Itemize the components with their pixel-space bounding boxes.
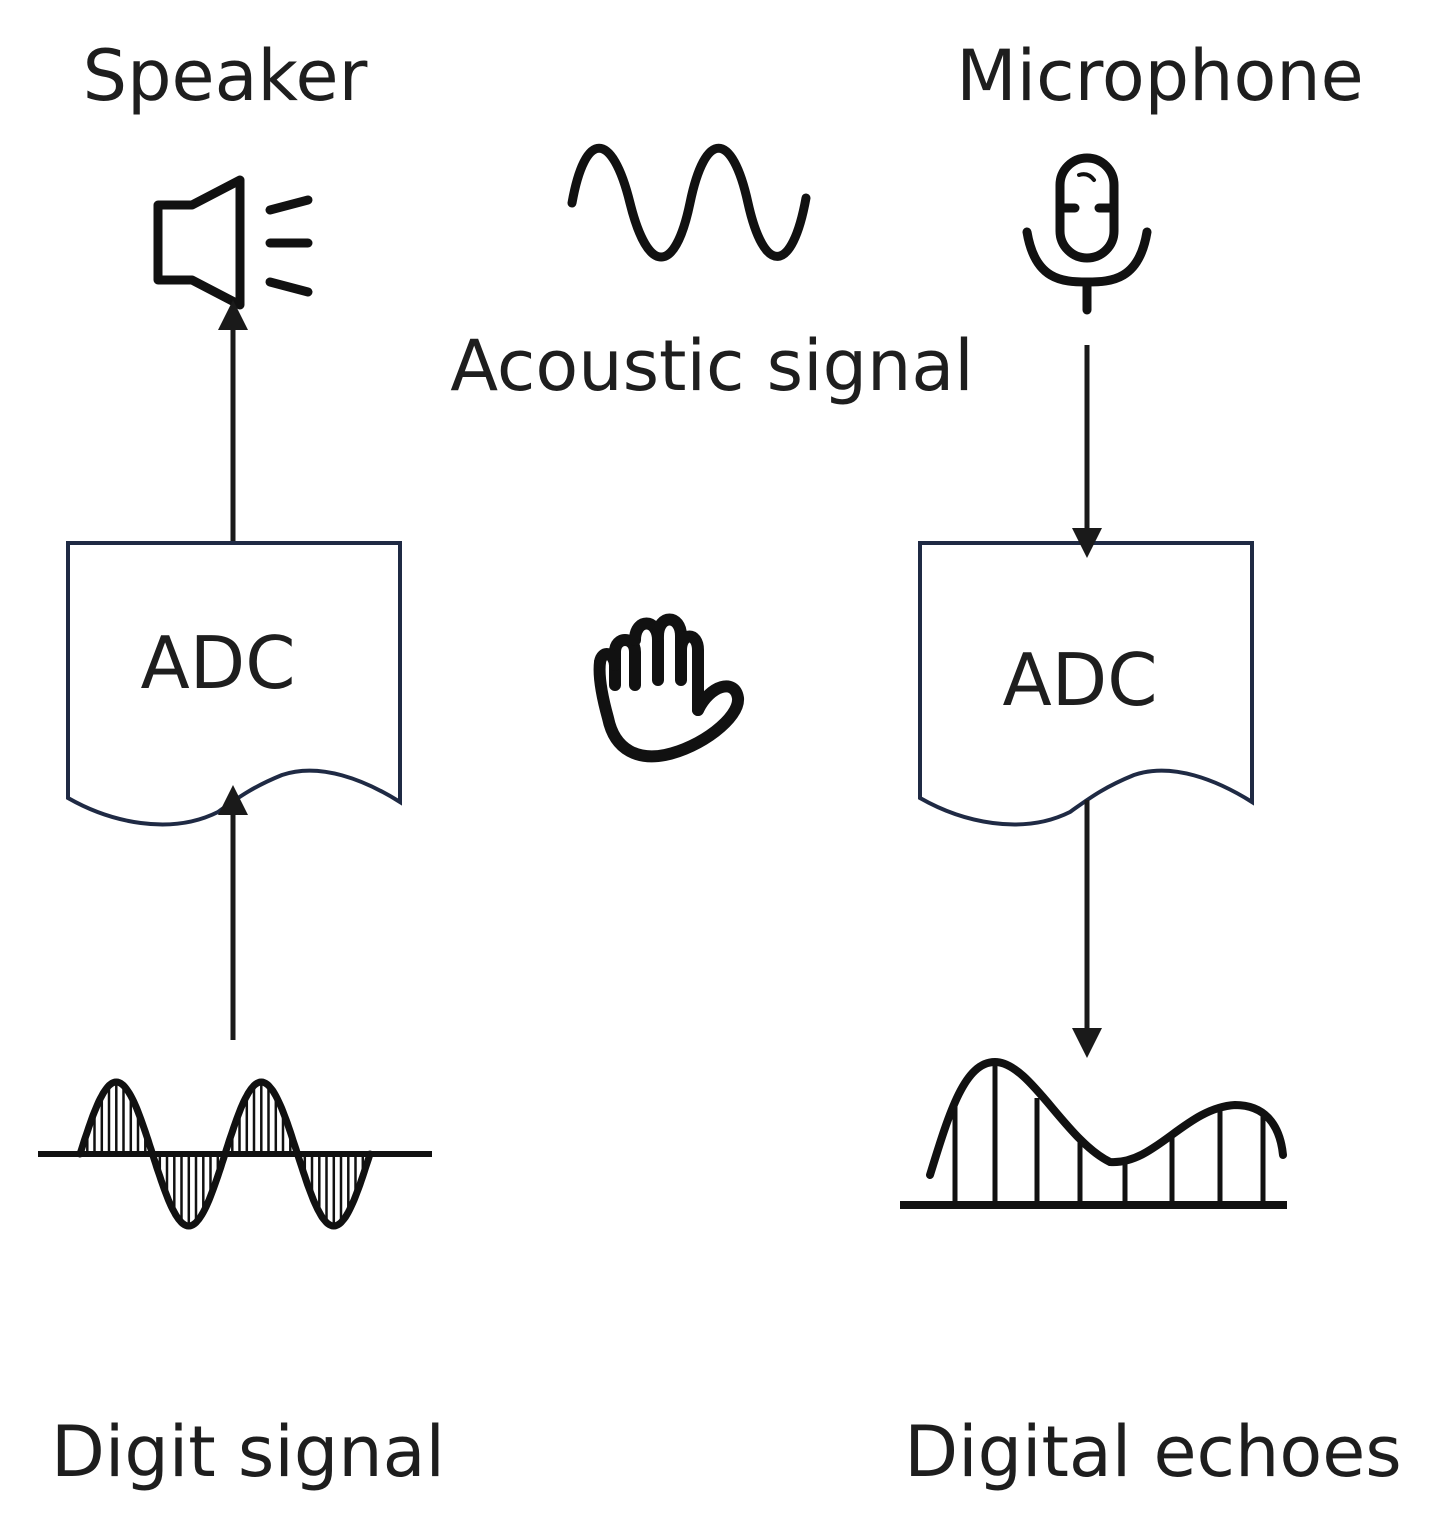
sampled-sine-wave-icon (38, 1078, 432, 1230)
sine-wave-icon (567, 143, 811, 262)
adc-left-label: ADC (141, 621, 296, 705)
acoustic-signal-label: Acoustic signal (450, 325, 974, 407)
adc-right-box (918, 541, 1254, 827)
microphone-icon (1022, 153, 1152, 315)
hand-icon (593, 613, 744, 763)
microphone-label: Microphone (956, 35, 1363, 117)
speaker-label: Speaker (83, 35, 368, 117)
digit-signal-label: Digit signal (51, 1411, 445, 1493)
speaker-icon (153, 175, 313, 310)
sampled-echo-icon (900, 1057, 1287, 1209)
digital-echoes-label: Digital echoes (904, 1411, 1402, 1493)
adc-right-label: ADC (1003, 638, 1158, 722)
